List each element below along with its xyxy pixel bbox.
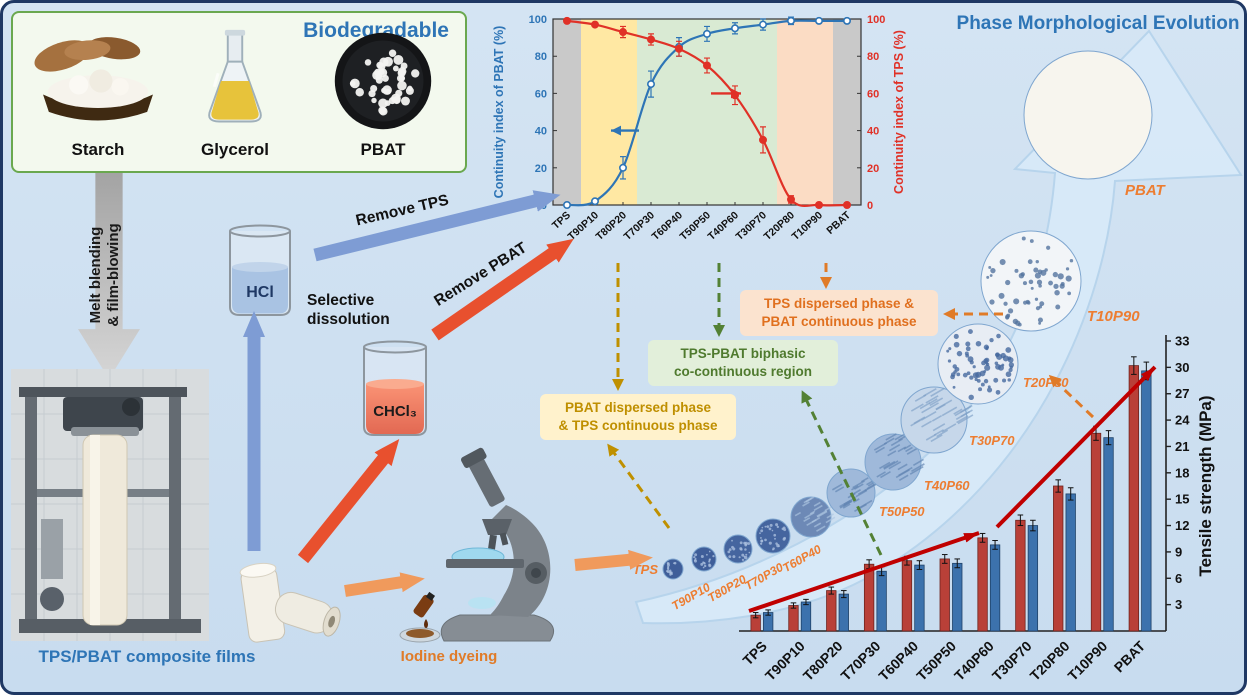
svg-text:T60P40: T60P40: [875, 638, 921, 684]
starch-item: Starch: [23, 27, 173, 160]
svg-text:30: 30: [1175, 360, 1189, 375]
svg-text:20: 20: [535, 163, 547, 175]
hcl-beaker: HCl: [216, 221, 304, 324]
selective-dissolution-label: Selective dissolution: [307, 292, 390, 328]
svg-text:T10P90: T10P90: [1064, 638, 1110, 684]
svg-text:PBAT: PBAT: [1125, 182, 1167, 199]
glycerol-label: Glycerol: [200, 140, 270, 159]
biodegradable-title: Biodegradable: [303, 19, 449, 42]
chcl3-beaker: CHCl₃: [349, 336, 441, 445]
hcl-label: HCl: [246, 284, 274, 301]
tps-dispersed-note: TPS dispersed phase & PBAT continuous ph…: [740, 290, 938, 336]
svg-text:Continuity index of PBAT (%): Continuity index of PBAT (%): [492, 26, 506, 199]
morphology-circle: [980, 230, 1082, 332]
svg-text:T50P50: T50P50: [678, 209, 713, 243]
morphology-circle: [937, 323, 1019, 405]
pbat-dispersed-note: PBAT dispersed phase & TPS continuous ph…: [540, 394, 736, 440]
svg-text:T50P50: T50P50: [879, 504, 925, 519]
svg-text:T20P80: T20P80: [762, 209, 797, 243]
svg-text:0: 0: [541, 200, 547, 212]
iodine-dyeing-label: Iodine dyeing: [400, 648, 498, 665]
svg-text:TPS: TPS: [739, 638, 770, 669]
phase-evolution-title: Phase Morphological Evolution: [956, 13, 1240, 34]
microscope: [416, 445, 581, 655]
svg-text:T30P70: T30P70: [734, 209, 769, 243]
svg-text:33: 33: [1175, 334, 1189, 349]
svg-text:21: 21: [1175, 439, 1189, 454]
glycerol-flask-icon: [208, 29, 262, 123]
svg-text:T90P10: T90P10: [762, 638, 808, 684]
svg-text:T30P70: T30P70: [989, 638, 1035, 684]
svg-text:T60P40: T60P40: [650, 209, 685, 243]
svg-text:T10P90: T10P90: [1087, 308, 1140, 325]
morphology-circle: [662, 558, 684, 580]
svg-text:T40P60: T40P60: [706, 209, 741, 243]
pbat-item: PBAT: [313, 27, 453, 160]
svg-text:T80P20: T80P20: [800, 638, 846, 684]
svg-text:T40P60: T40P60: [924, 478, 970, 493]
svg-text:15: 15: [1175, 492, 1189, 507]
svg-text:24: 24: [1175, 413, 1190, 428]
svg-text:20: 20: [867, 163, 879, 175]
svg-text:100: 100: [867, 14, 885, 26]
svg-text:TPS: TPS: [633, 562, 659, 577]
film-blowing-machine-photo: [11, 369, 209, 646]
chcl3-label: CHCl₃: [373, 403, 417, 420]
svg-text:PBAT: PBAT: [824, 209, 853, 237]
svg-text:T80P20: T80P20: [594, 209, 629, 243]
svg-text:27: 27: [1175, 386, 1189, 401]
svg-text:80: 80: [867, 51, 879, 63]
film-rolls: [223, 551, 343, 656]
morphology-circle: [755, 518, 791, 554]
svg-text:PBAT: PBAT: [1111, 637, 1149, 675]
starch-bowl-icon: [34, 37, 153, 121]
pbat-pellets-icon: [334, 32, 432, 130]
svg-text:T50P50: T50P50: [913, 638, 959, 684]
svg-text:80: 80: [535, 51, 547, 63]
svg-text:12: 12: [1175, 518, 1189, 533]
svg-text:T70P30: T70P30: [837, 638, 883, 684]
svg-text:Tensile strength (MPa): Tensile strength (MPa): [1196, 395, 1215, 576]
svg-text:40: 40: [535, 126, 547, 138]
svg-text:T90P10: T90P10: [566, 209, 601, 243]
morphology-circle: [691, 546, 717, 572]
biphasic-note: TPS-PBAT biphasic co-continuous region: [648, 340, 838, 386]
svg-text:60: 60: [867, 88, 879, 100]
svg-text:0: 0: [867, 200, 873, 212]
starch-label: Starch: [71, 140, 125, 159]
svg-text:9: 9: [1175, 544, 1182, 559]
composite-films-label: TPS/PBAT composite films: [38, 647, 256, 666]
svg-text:T40P60: T40P60: [951, 638, 997, 684]
svg-text:40: 40: [867, 126, 879, 138]
svg-text:60: 60: [535, 88, 547, 100]
morphology-circle: [1023, 50, 1153, 180]
svg-text:TPS: TPS: [550, 209, 573, 232]
svg-text:T20P80: T20P80: [1027, 638, 1073, 684]
svg-text:T30P70: T30P70: [969, 433, 1015, 448]
glycerol-item: Glycerol: [185, 27, 285, 160]
tensile-strength-chart: 3 6 9 12 15 18 21 24 27 30 33TPST90P10T80P20T70P30…: [739, 334, 1215, 684]
svg-text:6: 6: [1175, 571, 1182, 586]
iodine-dyeing-icon: [393, 591, 448, 651]
svg-text:T70P30: T70P30: [622, 209, 657, 243]
melt-blending-label: Melt blending & film-blowing: [87, 223, 122, 327]
svg-text:18: 18: [1175, 465, 1189, 480]
biodegradable-panel: Biodegradable Starch Glycerol: [11, 11, 467, 173]
svg-text:3: 3: [1175, 597, 1182, 612]
svg-text:Continuity index of TPS (%): Continuity index of TPS (%): [892, 30, 906, 194]
pbat-label: PBAT: [360, 140, 406, 159]
svg-text:T10P90: T10P90: [790, 209, 825, 243]
morphology-circle: [723, 534, 753, 564]
svg-text:100: 100: [529, 14, 547, 26]
morphology-circle: [900, 386, 974, 454]
